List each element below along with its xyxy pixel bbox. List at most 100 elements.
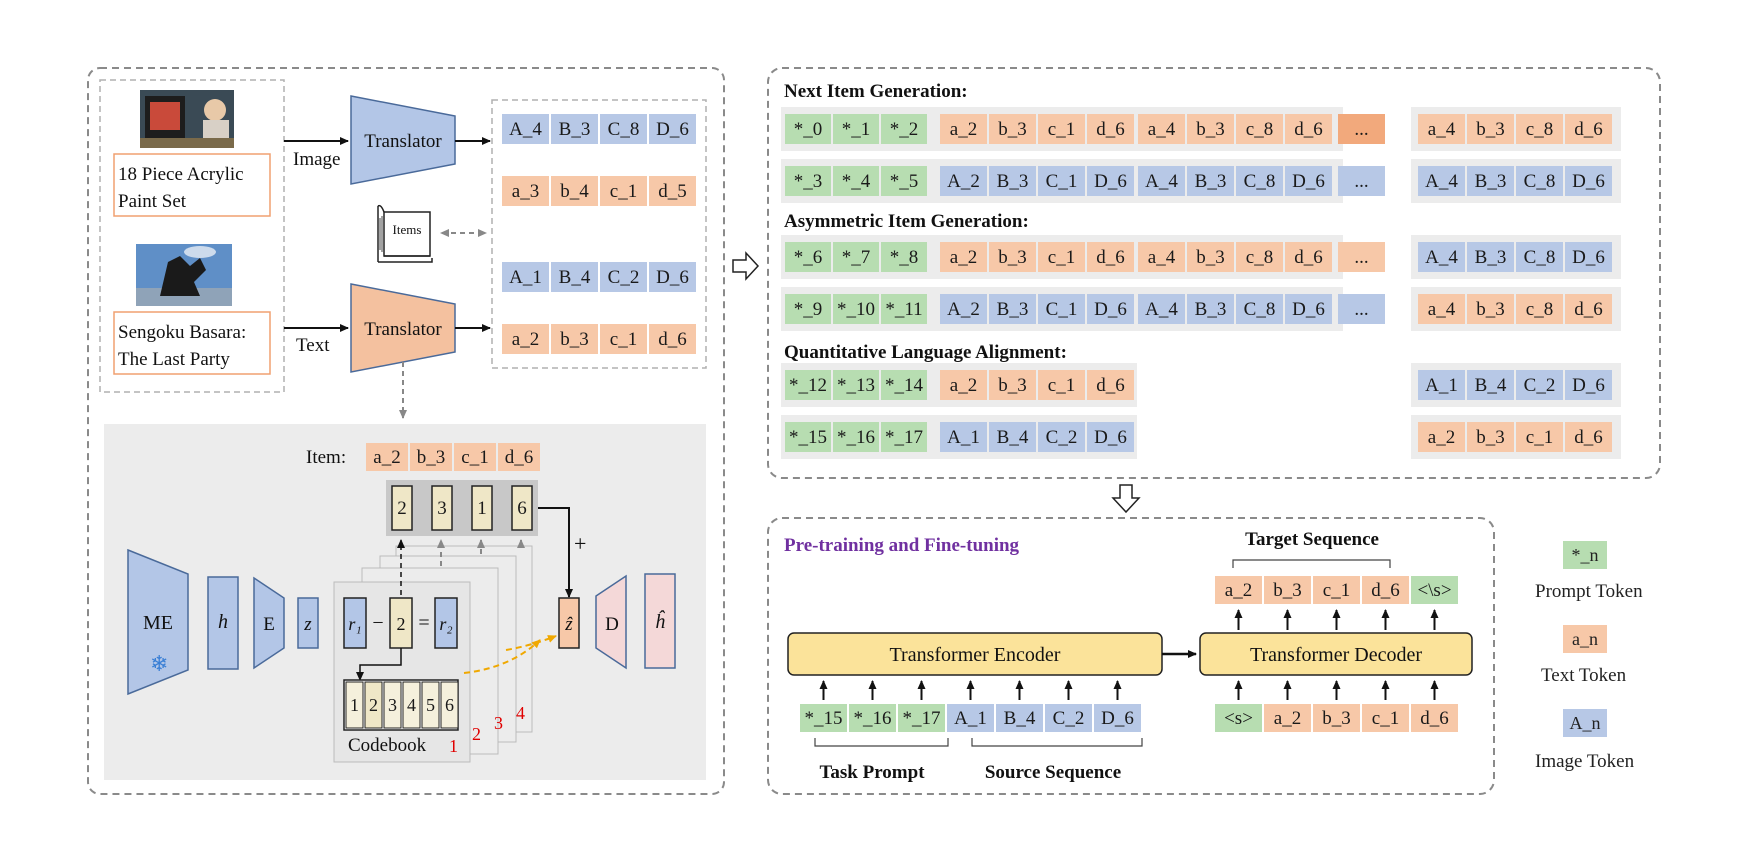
task-row-0-input-0-1: b_3 bbox=[989, 114, 1036, 144]
task-row-2-prompt-2-text: *_8 bbox=[890, 247, 919, 268]
task-row-3-input-0-2-bg bbox=[1038, 294, 1085, 324]
task-row-4-prompt-0: *_12 bbox=[785, 370, 831, 400]
codebook-entry-5: 6 bbox=[440, 681, 459, 729]
task-row-0-input-0-2-bg bbox=[1038, 114, 1085, 144]
layer-number-4: 4 bbox=[516, 703, 525, 723]
task-row-2-input-1-3-bg bbox=[1285, 242, 1332, 272]
decoder-output-4-text: <\s> bbox=[1417, 580, 1451, 601]
task-row-4-input-0-1-text: b_3 bbox=[998, 375, 1027, 396]
task-row-1-target-3: D_6 bbox=[1565, 166, 1612, 196]
task-row-3-input-0-0-bg bbox=[940, 294, 987, 324]
source-sequence-label: Source Sequence bbox=[985, 762, 1121, 783]
zhat-block bbox=[558, 597, 580, 649]
task-row-3-input-1-0-text: A_4 bbox=[1145, 299, 1178, 320]
codebook-label: Codebook bbox=[348, 735, 427, 756]
task-row-3-target-0-bg bbox=[1418, 294, 1465, 324]
decoder-output-2-text: c_1 bbox=[1323, 580, 1350, 601]
task-row-4-target-2-bg bbox=[1516, 370, 1563, 400]
decoder-output-1-text: b_3 bbox=[1273, 580, 1302, 601]
task-row-4-input-0-0-bg bbox=[940, 370, 987, 400]
codebook-entry-0: 1 bbox=[345, 681, 364, 729]
task-row-3-prompt-0: *_9 bbox=[785, 294, 831, 324]
selected-code-0-text: 2 bbox=[397, 498, 407, 519]
task-row-5-input-0-3-text: D_6 bbox=[1094, 427, 1127, 448]
task-row-1-target-1-text: B_3 bbox=[1475, 171, 1507, 192]
decoder-input-3-text: c_1 bbox=[1372, 708, 1399, 729]
task-row-5-input-0-2: C_2 bbox=[1038, 422, 1085, 452]
decoder-output-0-bg bbox=[1215, 576, 1262, 604]
encoder-input-3-text: A_1 bbox=[954, 708, 987, 729]
code-token-2-3-text: D_6 bbox=[656, 267, 689, 288]
task-row-0-prompt-0-bg bbox=[785, 114, 831, 144]
encoder-input-0-bg bbox=[800, 704, 847, 732]
task-row-3-target-3: d_6 bbox=[1565, 294, 1612, 324]
layer-number-2: 2 bbox=[472, 724, 481, 744]
statue-photo-icon bbox=[136, 244, 232, 306]
task-row-3-target-3-bg bbox=[1565, 294, 1612, 324]
next-item-title: Next Item Generation: bbox=[784, 81, 968, 102]
task-row-5-prompt-2: *_17 bbox=[881, 422, 927, 452]
task-row-3-ellipsis-bg bbox=[1338, 294, 1385, 324]
task-row-2-input-1-1: b_3 bbox=[1187, 242, 1234, 272]
decoder-input-1: a_2 bbox=[1264, 704, 1311, 732]
selected-code-3-text: 6 bbox=[517, 498, 527, 519]
task-row-1-prompt-1-bg bbox=[833, 166, 879, 196]
task-row-5-target-1-bg bbox=[1467, 422, 1514, 452]
task-row-1-target-1: B_3 bbox=[1467, 166, 1514, 196]
task-row-0-target-2-bg bbox=[1516, 114, 1563, 144]
codebook-entry-0-text: 1 bbox=[350, 695, 359, 715]
encoder-input-5: C_2 bbox=[1045, 704, 1092, 732]
task-row-2-ellipsis: ... bbox=[1338, 242, 1385, 272]
task-row-1-input-0-3: D_6 bbox=[1087, 166, 1134, 196]
task-row-2-target-1: B_3 bbox=[1467, 242, 1514, 272]
codebook-entry-5-text: 6 bbox=[445, 695, 454, 715]
item-token-2-text: c_1 bbox=[461, 447, 488, 468]
task-row-0-target-2: c_8 bbox=[1516, 114, 1563, 144]
task-row-2-target-3: D_6 bbox=[1565, 242, 1612, 272]
decoder-input-0: <s> bbox=[1215, 704, 1262, 732]
code-token-1-3-bg bbox=[649, 176, 696, 206]
task-row-2-input-0-1-bg bbox=[989, 242, 1036, 272]
task-prompt-label: Task Prompt bbox=[819, 762, 925, 783]
task-row-1-input-1-3-text: D_6 bbox=[1292, 171, 1325, 192]
task-row-4-input-0-2-bg bbox=[1038, 370, 1085, 400]
task-row-4-target-1-text: B_4 bbox=[1475, 375, 1507, 396]
e-encoder bbox=[253, 576, 285, 670]
task-row-0-input-0-0-bg bbox=[940, 114, 987, 144]
hollow-right-arrow bbox=[732, 251, 760, 281]
qla-title: Quantitative Language Alignment: bbox=[784, 342, 1067, 363]
code-token-0-3-bg bbox=[649, 114, 696, 144]
code-token-0-1-bg bbox=[551, 114, 598, 144]
task-row-2-prompt-1-text: *_7 bbox=[842, 247, 871, 268]
task-row-1-input-1-0-text: A_4 bbox=[1145, 171, 1178, 192]
decoder-output-0: a_2 bbox=[1215, 576, 1262, 604]
h-block bbox=[207, 576, 239, 670]
selected-code-2-bg bbox=[471, 485, 493, 531]
task-row-2-input-0-2-bg bbox=[1038, 242, 1085, 272]
task-row-5-input-0-0-text: A_1 bbox=[947, 427, 980, 448]
task-row-1-input-1-1-text: B_3 bbox=[1195, 171, 1227, 192]
r2-block bbox=[434, 597, 458, 649]
task-row-2-input-1-0-bg bbox=[1138, 242, 1185, 272]
task-row-3-prompt-0-bg bbox=[785, 294, 831, 324]
code-token-3-0: a_2 bbox=[502, 324, 549, 354]
minus-sign: − bbox=[372, 612, 383, 634]
target-sequence-label: Target Sequence bbox=[1245, 529, 1379, 550]
encoder-input-1: *_16 bbox=[849, 704, 896, 732]
task-row-1-target-2: C_8 bbox=[1516, 166, 1563, 196]
task-row-4-target-2: C_2 bbox=[1516, 370, 1563, 400]
task-row-2-input-1-1-bg bbox=[1187, 242, 1234, 272]
task-row-3-input-0-2: C_1 bbox=[1038, 294, 1085, 324]
task-row-5-prompt-0-text: *_15 bbox=[789, 427, 827, 448]
task-row-5-target-2: c_1 bbox=[1516, 422, 1563, 452]
decoder-input-3: c_1 bbox=[1362, 704, 1409, 732]
task-row-0-target-1-text: b_3 bbox=[1476, 119, 1505, 140]
code-token-0-2-text: C_8 bbox=[608, 119, 640, 140]
task-row-5-input-0-0: A_1 bbox=[940, 422, 987, 452]
task-row-3-input-0-0-text: A_2 bbox=[947, 299, 980, 320]
task-row-1-input-1-3-bg bbox=[1285, 166, 1332, 196]
codebook-entry-3-bg bbox=[402, 681, 421, 729]
encoder-input-4-text: B_4 bbox=[1004, 708, 1036, 729]
transformer-decoder[interactable] bbox=[1199, 632, 1473, 676]
task-row-5-target-3-text: d_6 bbox=[1574, 427, 1603, 448]
